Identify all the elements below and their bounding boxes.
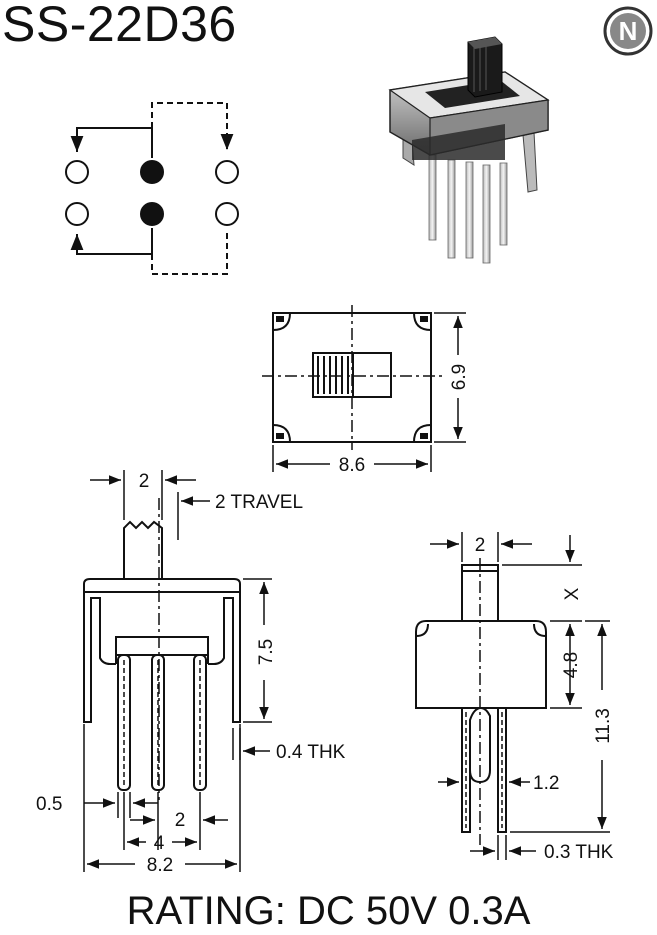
- side-body-height-label: 4.8: [561, 652, 582, 678]
- side-actuator-width-label: 2: [475, 535, 486, 556]
- part-number-title: SS-22D36: [2, 0, 237, 52]
- connection-line-dashed: [151, 102, 234, 150]
- pin-circle-open: [65, 202, 89, 226]
- side-view-dimensions: [430, 532, 610, 860]
- switch-3d-render: [388, 36, 550, 264]
- pin-circle-common: [140, 160, 164, 184]
- front-actuator-width-label: 2: [139, 471, 150, 492]
- top-width-label: 8.6: [339, 455, 365, 476]
- pin-span-label: 4: [154, 833, 165, 854]
- connection-line-dashed: [151, 230, 228, 275]
- front-thickness-label: 0.4 THK: [276, 742, 346, 763]
- actuator-height-label: X: [562, 587, 583, 600]
- top-height-label: 6.9: [449, 364, 470, 390]
- pin-circle-common: [140, 202, 164, 226]
- top-view-drawing: 8.6 6.9: [262, 305, 470, 476]
- connection-line-solid: [70, 228, 153, 255]
- logo-letter: N: [619, 16, 638, 46]
- front-height-label: 7.5: [256, 639, 277, 665]
- pin-pitch-label: 2: [175, 810, 186, 831]
- front-view-dimensions: [83, 470, 272, 872]
- pin-circle-open: [215, 202, 239, 226]
- connection-line-solid: [70, 127, 153, 158]
- bracket-width-label: 1.2: [533, 773, 559, 794]
- pin-circle-open: [65, 160, 89, 184]
- travel-label: 2 TRAVEL: [215, 492, 303, 513]
- rating-text: RATING: DC 50V 0.3A: [126, 889, 531, 933]
- circle-n-logo-icon: N: [603, 6, 653, 56]
- side-overall-height-label: 11.3: [593, 708, 614, 744]
- side-view-drawing: [415, 558, 547, 845]
- front-view-drawing: [83, 498, 241, 800]
- pin-circle-open: [215, 160, 239, 184]
- pin-layout-diagram: [65, 102, 239, 275]
- side-thickness-label: 0.3 THK: [544, 842, 614, 863]
- overall-width-label: 8.2: [147, 855, 173, 876]
- pin-width-label: 0.5: [36, 794, 62, 815]
